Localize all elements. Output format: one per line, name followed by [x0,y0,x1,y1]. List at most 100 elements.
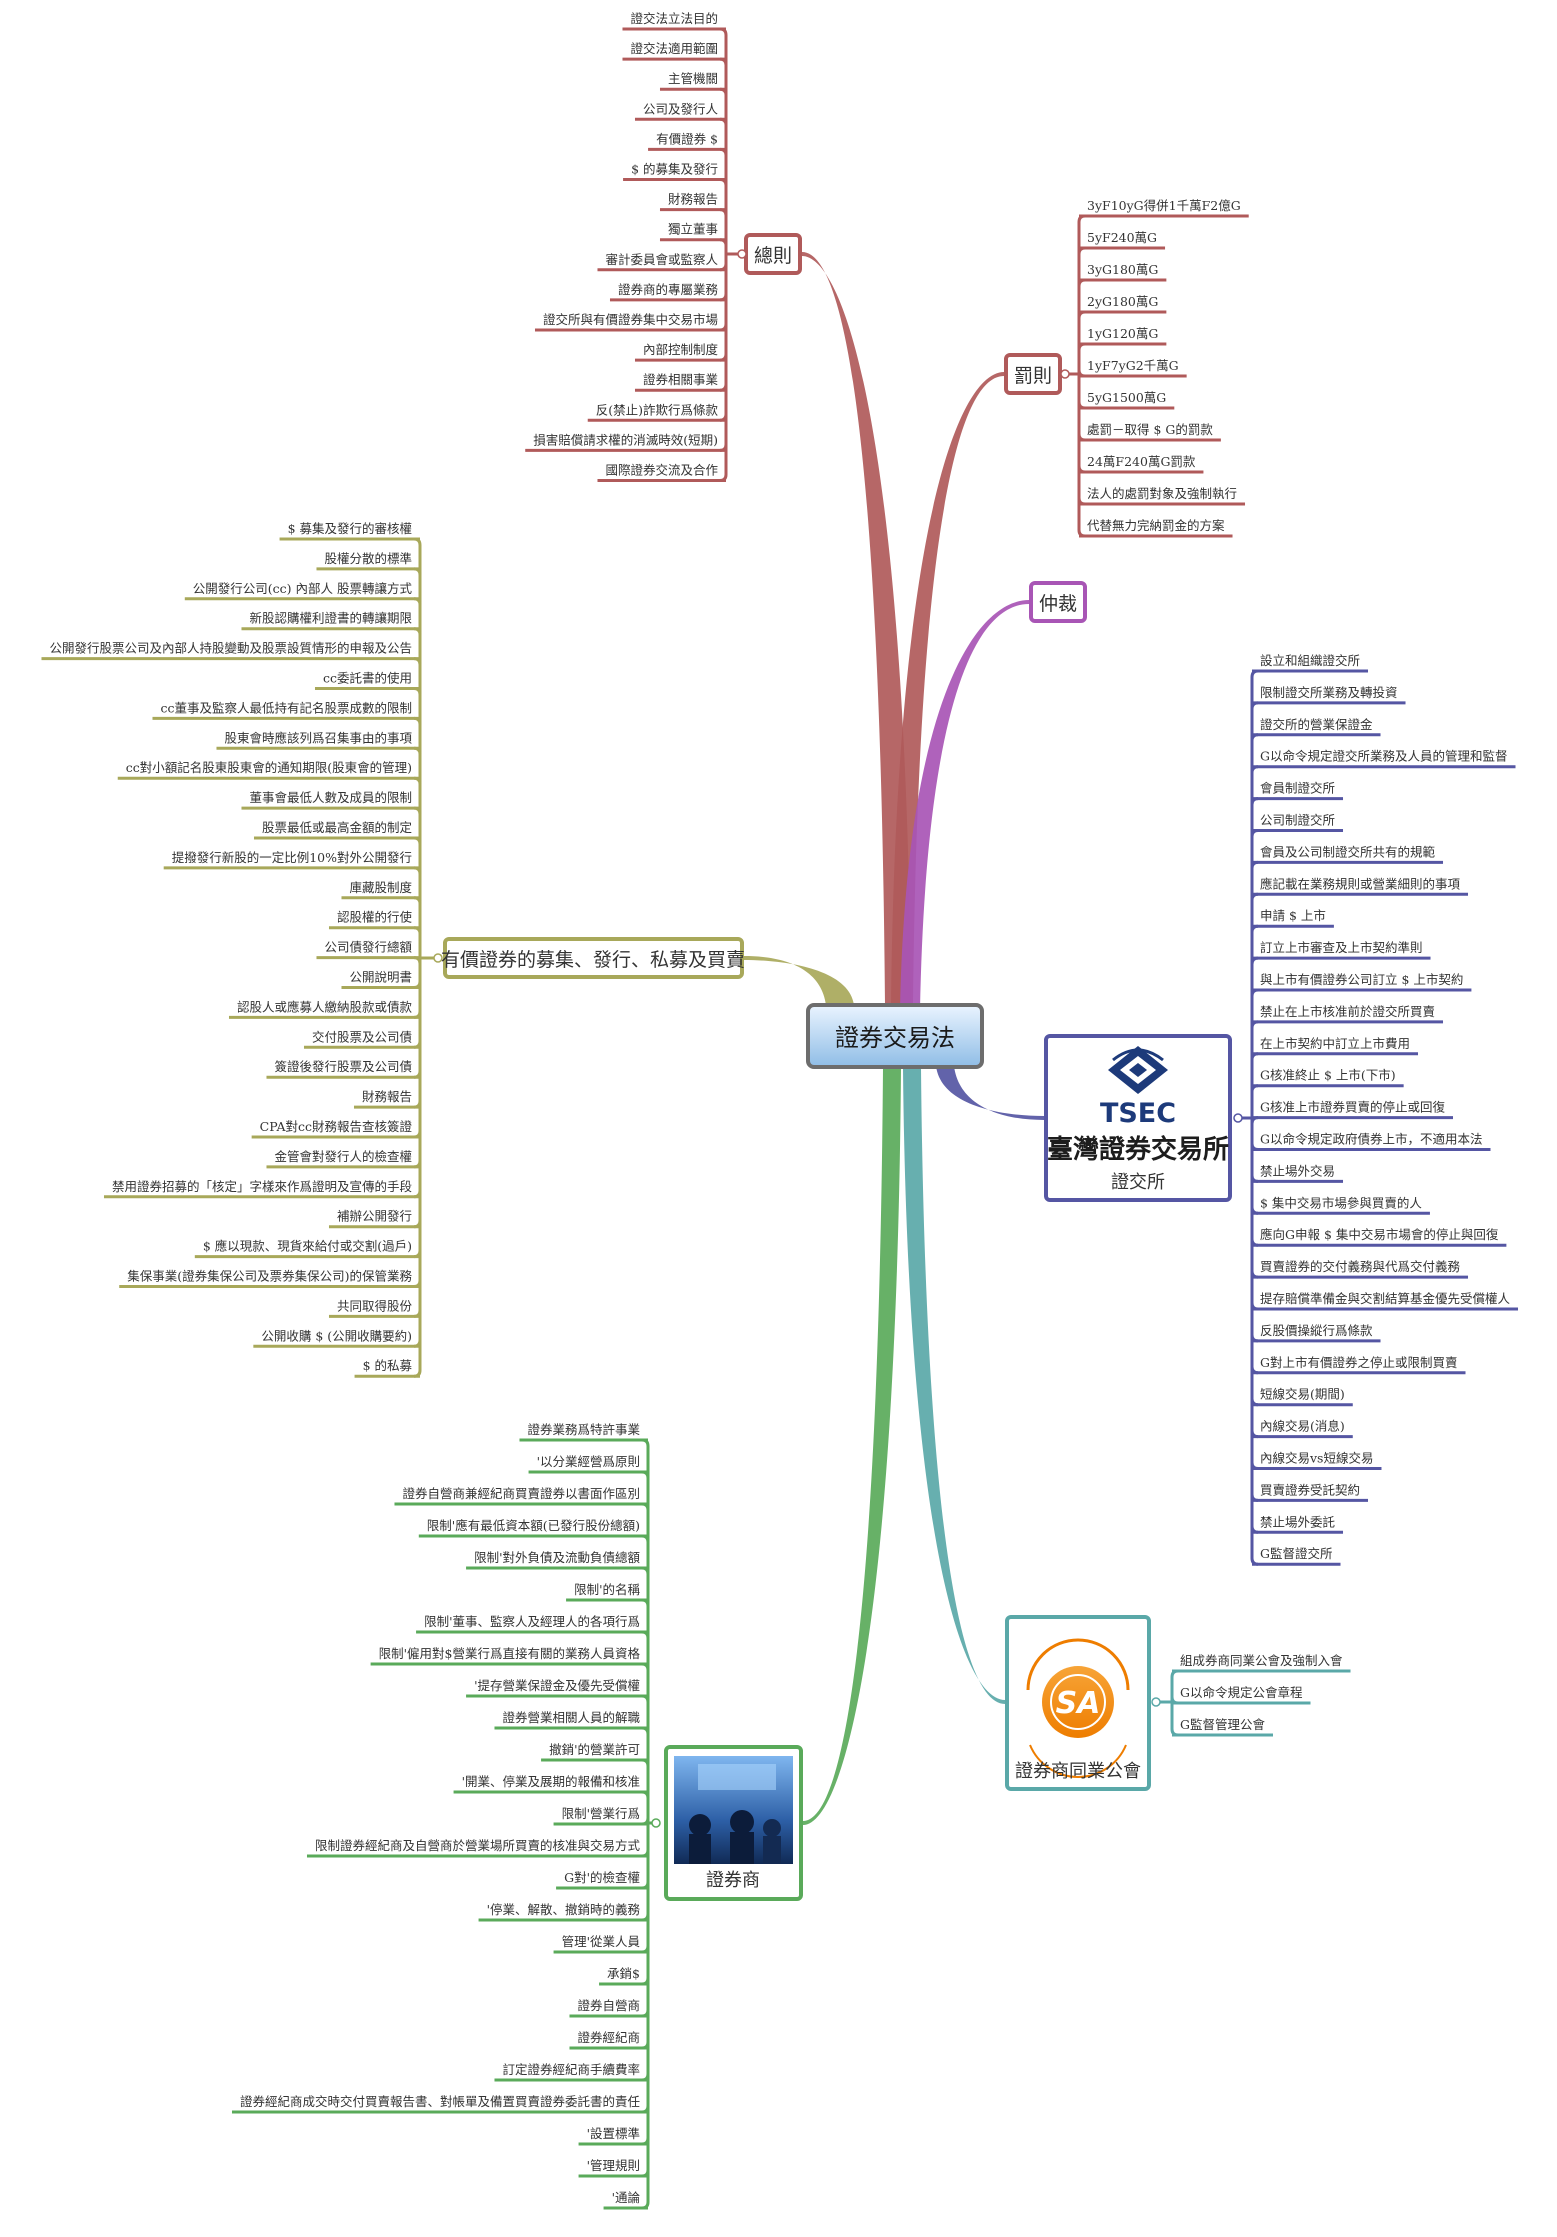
leaf-issuance-item[interactable]: 新股認購權利證書的轉讓期限 [249,611,412,626]
leaf-general-item[interactable]: 主管機關 [668,71,718,86]
leaf-exchange-item[interactable]: 在上市契約中訂立上市費用 [1260,1036,1410,1051]
leaf-general-item[interactable]: 證交法立法目的 [630,11,718,26]
leaf-issuance-item[interactable]: 認股權的行使 [337,910,413,925]
leaf-issuance-item[interactable]: cc董事及監察人最低持有記名股票成數的限制 [160,700,412,715]
leaf-issuance-item[interactable]: 董事會最低人數及成員的限制 [249,790,412,805]
leaf-broker-item[interactable]: '提存營業保證金及優先受償權 [474,1678,640,1693]
leaf-issuance-item[interactable]: CPA對cc財務報告查核簽證 [260,1119,413,1134]
leaf-broker-item[interactable]: 限制證券經紀商及自營商於營業場所買賣的核准與交易方式 [315,1838,641,1853]
leaf-broker-item[interactable]: 證券業務爲特許事業 [527,1422,640,1437]
leaf-penalty-item[interactable]: 5yF240萬G [1087,230,1157,245]
collapse-toggle[interactable] [1060,369,1070,379]
leaf-issuance-item[interactable]: 簽證後發行股票及公司債 [274,1059,412,1074]
leaf-penalty-item[interactable]: 5yG1500萬G [1087,390,1166,405]
leaf-penalty-item[interactable]: 1yF7yG2千萬G [1087,358,1179,373]
leaf-penalty-item[interactable]: 1yG120萬G [1087,326,1158,341]
leaf-exchange-item[interactable]: 禁止場外委託 [1260,1514,1336,1529]
collapse-toggle[interactable] [737,249,747,259]
leaf-broker-item[interactable]: '開業、停業及展期的報備和核准 [462,1774,640,1789]
leaf-penalty-item[interactable]: 代替無力完納罰金的方案 [1087,518,1225,533]
leaf-issuance-item[interactable]: cc對小額記名股東股東會的通知期限(股東會的管理) [126,760,412,775]
leaf-issuance-item[interactable]: 庫藏股制度 [349,880,412,895]
leaf-issuance-item[interactable]: 共同取得股份 [337,1298,413,1313]
leaf-broker-item[interactable]: 承銷$ [607,1966,640,1981]
topic-general[interactable]: 總則 [744,233,802,275]
leaf-broker-item[interactable]: 限制'董事、監察人及經理人的各項行爲 [424,1614,640,1629]
leaf-exchange-item[interactable]: 買賣證券的交付義務與代爲交付義務 [1260,1259,1461,1274]
collapse-toggle[interactable] [1151,1697,1161,1707]
leaf-general-item[interactable]: 國際證券交流及合作 [605,463,718,478]
leaf-issuance-item[interactable]: 公開發行股票公司及內部人持股變動及股票設質情形的申報及公告 [49,641,412,656]
leaf-general-item[interactable]: 損害賠償請求權的消滅時效(短期) [533,432,718,447]
leaf-issuance-item[interactable]: 金管會對發行人的檢查權 [274,1149,412,1164]
leaf-issuance-item[interactable]: 公開收購 $ (公開收購要約) [261,1328,412,1343]
leaf-exchange-item[interactable]: G以命令規定政府債券上市，不適用本法 [1260,1132,1483,1147]
leaf-exchange-item[interactable]: 證交所的營業保證金 [1260,717,1373,732]
leaf-general-item[interactable]: 有價證券 $ [656,131,718,146]
topic-arbitration[interactable]: 仲裁 [1029,581,1087,623]
leaf-issuance-item[interactable]: 財務報告 [362,1089,412,1104]
leaf-general-item[interactable]: 獨立董事 [668,222,718,237]
leaf-exchange-item[interactable]: 反股價操縱行爲條款 [1260,1323,1373,1338]
leaf-exchange-item[interactable]: G核准上市證券買賣的停止或回復 [1260,1100,1445,1115]
leaf-broker-item[interactable]: 證券經紀商 [577,2030,640,2045]
leaf-exchange-item[interactable]: 公司制證交所 [1260,813,1335,828]
leaf-issuance-item[interactable]: $ 募集及發行的審核權 [288,521,412,536]
leaf-exchange-item[interactable]: 內線交易(消息) [1260,1419,1345,1434]
leaf-issuance-item[interactable]: 禁用證券招募的「核定」字樣來作爲證明及宣傳的手段 [112,1179,412,1194]
leaf-penalty-item[interactable]: 法人的處罰對象及強制執行 [1087,486,1237,501]
leaf-broker-item[interactable]: 證券營業相關人員的解職 [502,1710,640,1725]
leaf-broker-item[interactable]: 管理'從業人員 [562,1934,641,1949]
leaf-exchange-item[interactable]: 買賣證券受託契約 [1260,1482,1360,1497]
leaf-general-item[interactable]: 證券商的專屬業務 [618,282,719,297]
leaf-broker-item[interactable]: 限制'對外負債及流動負債總額 [474,1550,640,1565]
leaf-general-item[interactable]: 財務報告 [668,192,718,207]
leaf-general-item[interactable]: 內部控制制度 [643,342,719,357]
leaf-issuance-item[interactable]: 公司債發行總額 [324,940,412,955]
topic-exchange[interactable]: TSEC 臺灣證券交易所 證交所 [1044,1034,1232,1202]
collapse-toggle[interactable] [1233,1113,1243,1123]
leaf-broker-item[interactable]: '以分業經營爲原則 [537,1454,640,1469]
leaf-issuance-item[interactable]: 股權分散的標準 [324,551,412,566]
leaf-broker-item[interactable]: 證券自營商兼經紀商買賣證券以書面作區別 [402,1486,640,1501]
leaf-issuance-item[interactable]: 交付股票及公司債 [312,1029,412,1044]
leaf-broker-item[interactable]: 撤銷'的營業許可 [549,1742,640,1757]
leaf-broker-item[interactable]: 證券經紀商成交時交付買賣報告書、對帳單及備置買賣證券委託書的責任 [240,2094,640,2109]
leaf-exchange-item[interactable]: 提存賠償準備金與交割結算基金優先受償權人 [1260,1291,1511,1306]
leaf-exchange-item[interactable]: 限制證交所業務及轉投資 [1260,685,1398,700]
leaf-issuance-item[interactable]: 股票最低或最高金額的制定 [262,820,412,835]
leaf-exchange-item[interactable]: 禁止場外交易 [1260,1163,1335,1178]
leaf-penalty-item[interactable]: 24萬F240萬G罰款 [1087,454,1196,469]
leaf-exchange-item[interactable]: 訂立上市審查及上市契約準則 [1260,940,1423,955]
leaf-broker-item[interactable]: '通論 [612,2190,641,2205]
leaf-association-item[interactable]: G監督管理公會 [1180,1717,1265,1732]
central-topic[interactable]: 證券交易法 [806,1003,984,1069]
leaf-general-item[interactable]: 證交所與有價證券集中交易市場 [543,312,718,327]
leaf-broker-item[interactable]: 限制'應有最低資本額(已發行股份總額) [427,1518,640,1533]
leaf-exchange-item[interactable]: 應向G申報 $ 集中交易市場會的停止與回復 [1260,1227,1499,1242]
leaf-broker-item[interactable]: '設置標準 [587,2126,640,2141]
leaf-issuance-item[interactable]: 公開發行公司(cc) 內部人 股票轉讓方式 [193,581,413,596]
leaf-general-item[interactable]: 證券相關事業 [643,372,719,387]
topic-issuance[interactable]: 有價證券的募集、發行、私募及買賣 [441,937,745,979]
leaf-issuance-item[interactable]: 提撥發行新股的一定比例10%對外公開發行 [172,850,412,865]
topic-penalty[interactable]: 罰則 [1004,353,1062,395]
leaf-general-item[interactable]: $ 的募集及發行 [631,162,718,177]
leaf-issuance-item[interactable]: 股東會時應該列爲召集事由的事項 [224,730,412,745]
leaf-exchange-item[interactable]: G核准終止 $ 上市(下市) [1260,1068,1396,1083]
leaf-broker-item[interactable]: 限制'的名稱 [574,1582,640,1597]
leaf-exchange-item[interactable]: 設立和組織證交所 [1260,653,1360,668]
leaf-general-item[interactable]: 證交法適用範圍 [630,41,718,56]
leaf-exchange-item[interactable]: G以命令規定證交所業務及人員的管理和監督 [1260,749,1508,764]
leaf-penalty-item[interactable]: 2yG180萬G [1087,294,1158,309]
leaf-general-item[interactable]: 審計委員會或監察人 [605,252,718,267]
leaf-broker-item[interactable]: 限制'營業行爲 [562,1806,640,1821]
leaf-issuance-item[interactable]: 認股人或應募人繳納股款或債款 [237,999,413,1014]
leaf-general-item[interactable]: 公司及發行人 [643,101,719,116]
leaf-exchange-item[interactable]: $ 集中交易市場參與買賣的人 [1260,1195,1422,1210]
leaf-issuance-item[interactable]: 集保事業(證券集保公司及票券集保公司)的保管業務 [127,1269,412,1284]
leaf-association-item[interactable]: G以命令規定公會章程 [1180,1685,1303,1700]
leaf-penalty-item[interactable]: 3yG180萬G [1087,262,1158,277]
leaf-issuance-item[interactable]: $ 的私募 [363,1358,413,1373]
leaf-broker-item[interactable]: 限制'僱用對$營業行爲直接有關的業務人員資格 [379,1646,641,1661]
